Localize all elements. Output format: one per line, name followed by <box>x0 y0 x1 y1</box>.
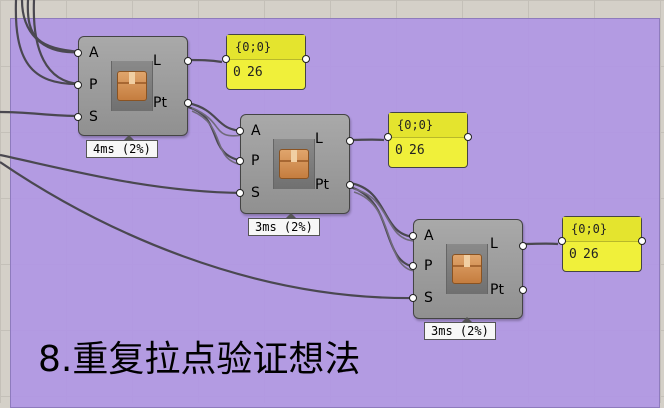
input-s-label: S <box>424 290 433 306</box>
wire <box>350 187 415 267</box>
wire <box>188 60 222 62</box>
input-a-label: A <box>424 228 434 244</box>
output-l-label: L <box>153 53 161 69</box>
input-p-jack[interactable] <box>236 157 244 165</box>
panel-value: 26 <box>583 247 599 262</box>
timing-notch <box>461 317 473 323</box>
output-l-jack[interactable] <box>519 242 527 250</box>
box-icon <box>452 254 482 284</box>
panel-input-jack[interactable] <box>558 237 566 245</box>
component-body <box>111 61 153 111</box>
output-l-label: L <box>490 236 498 252</box>
panel-index: 0 <box>569 242 583 268</box>
input-a-jack[interactable] <box>236 127 244 135</box>
output-pt-label: Pt <box>490 282 504 298</box>
timing-notch <box>123 135 135 141</box>
panel-path: {0;0} <box>563 217 641 242</box>
input-a-label: A <box>89 45 99 61</box>
output-pt-jack[interactable] <box>519 286 527 294</box>
input-s-label: S <box>251 185 260 201</box>
component-2[interactable]: A P S L Pt <box>240 114 350 214</box>
input-a-label: A <box>251 123 261 139</box>
timing-badge: 4ms (2%) <box>86 140 158 158</box>
panel-path: {0;0} <box>389 113 467 138</box>
wire <box>0 155 243 193</box>
wire-pair <box>354 192 415 271</box>
output-pt-jack[interactable] <box>346 181 354 189</box>
panel-input-jack[interactable] <box>384 133 392 141</box>
timing-notch <box>285 213 297 219</box>
timing-text: 3ms (2%) <box>431 324 489 338</box>
output-pt-label: Pt <box>153 95 167 111</box>
input-s-jack[interactable] <box>236 189 244 197</box>
component-body <box>273 139 315 189</box>
component-body <box>446 244 488 294</box>
timing-badge: 3ms (2%) <box>248 218 320 236</box>
wire <box>16 0 80 84</box>
panel-value: 26 <box>247 65 263 80</box>
input-a-jack[interactable] <box>74 49 82 57</box>
panel-output-jack[interactable] <box>464 133 472 141</box>
input-a-jack[interactable] <box>409 232 417 240</box>
panel-index: 0 <box>233 60 247 86</box>
panel-output-jack[interactable] <box>302 55 310 63</box>
output-l-jack[interactable] <box>346 137 354 145</box>
wire <box>0 112 80 116</box>
input-p-label: P <box>424 258 432 274</box>
output-l-jack[interactable] <box>184 57 192 65</box>
component-3[interactable]: A P S L Pt <box>413 219 523 319</box>
input-s-label: S <box>89 109 98 125</box>
timing-text: 3ms (2%) <box>255 220 313 234</box>
output-pt-jack[interactable] <box>184 99 192 107</box>
input-s-jack[interactable] <box>409 294 417 302</box>
panel-input-jack[interactable] <box>222 55 230 63</box>
input-p-jack[interactable] <box>409 262 417 270</box>
input-p-label: P <box>251 153 259 169</box>
box-icon <box>279 149 309 179</box>
component-1[interactable]: A P S L Pt <box>78 36 188 136</box>
panel-index: 0 <box>395 138 409 164</box>
timing-text: 4ms (2%) <box>93 142 151 156</box>
box-icon <box>117 71 147 101</box>
input-p-label: P <box>89 77 97 93</box>
output-pt-label: Pt <box>315 177 329 193</box>
input-s-jack[interactable] <box>74 113 82 121</box>
caption: 8.重复拉点验证想法 <box>38 330 360 382</box>
panel-value: 26 <box>409 143 425 158</box>
panel-path: {0;0} <box>227 35 305 60</box>
timing-badge: 3ms (2%) <box>424 322 496 340</box>
input-p-jack[interactable] <box>74 81 82 89</box>
output-l-label: L <box>315 131 323 147</box>
panel-output-jack[interactable] <box>638 237 646 245</box>
